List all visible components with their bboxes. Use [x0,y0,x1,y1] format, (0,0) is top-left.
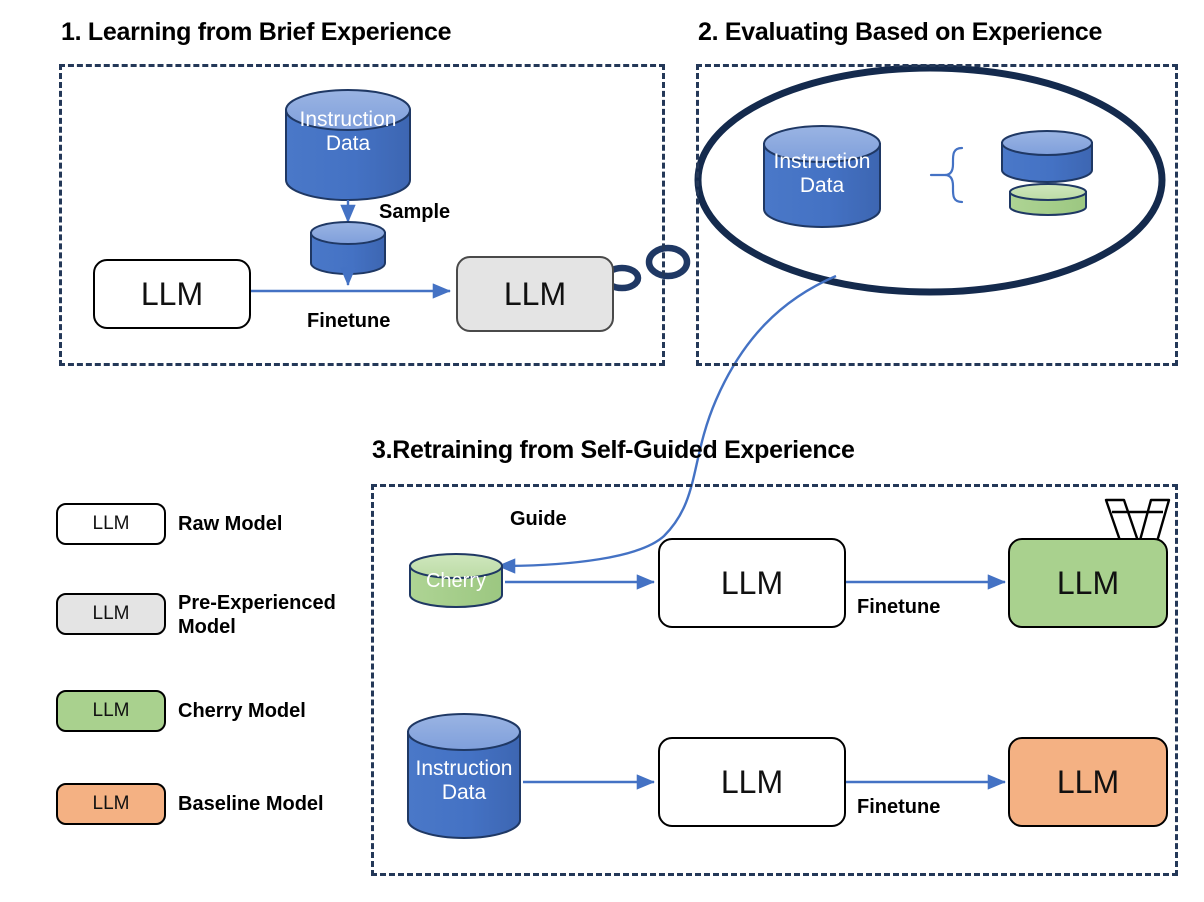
legend-label-raw-model: Raw Model [178,513,282,537]
legend-swatch-baseline-model: LLM [56,783,166,825]
legend-swatch-raw-model: LLM [56,503,166,545]
legend-label-line-1: Raw Model [178,513,283,535]
legend-swatch-pre-experienced-model: LLM [56,593,166,635]
legend-label-cherry-model: Cherry Model [178,700,306,724]
panel-1-frame [59,64,665,366]
panel-1-title: 1. Learning from Brief Experience [61,18,452,46]
legend-label-baseline-model: Baseline Model [178,793,324,817]
panel3-cherry-mid-llm-box[interactable]: LLM [658,538,846,628]
legend-label-line-2: Model [178,615,236,638]
panel-3-frame [371,484,1178,876]
guide-label: Guide [510,508,567,530]
legend-label-line-1: Cherry Model [178,700,306,722]
panel-3-title: 3.Retraining from Self-Guided Experience [372,436,855,464]
panel-2-title: 2. Evaluating Based on Experience [698,18,1103,46]
panel3-baseline-mid-llm-box[interactable]: LLM [658,737,846,827]
panel3-cherry-finetune-label: Finetune [857,596,941,618]
legend-label-line-1: Pre-Experienced [178,592,336,614]
panel1-finetune-label: Finetune [307,310,391,332]
legend-swatch-cherry-model: LLM [56,690,166,732]
legend-label-line-1: Baseline Model [178,793,324,815]
panel3-cherry-model-box[interactable]: LLM [1008,538,1168,628]
panel-2-frame [696,64,1178,366]
panel3-baseline-model-box[interactable]: LLM [1008,737,1168,827]
sample-label: Sample [379,201,451,223]
panel3-baseline-finetune-label: Finetune [857,796,941,818]
legend-label-pre-experienced-model: Pre-Experienced Model [178,592,336,639]
panel1-raw-llm-box[interactable]: LLM [93,259,251,329]
panel1-pre-experienced-llm-box[interactable]: LLM [456,256,614,332]
